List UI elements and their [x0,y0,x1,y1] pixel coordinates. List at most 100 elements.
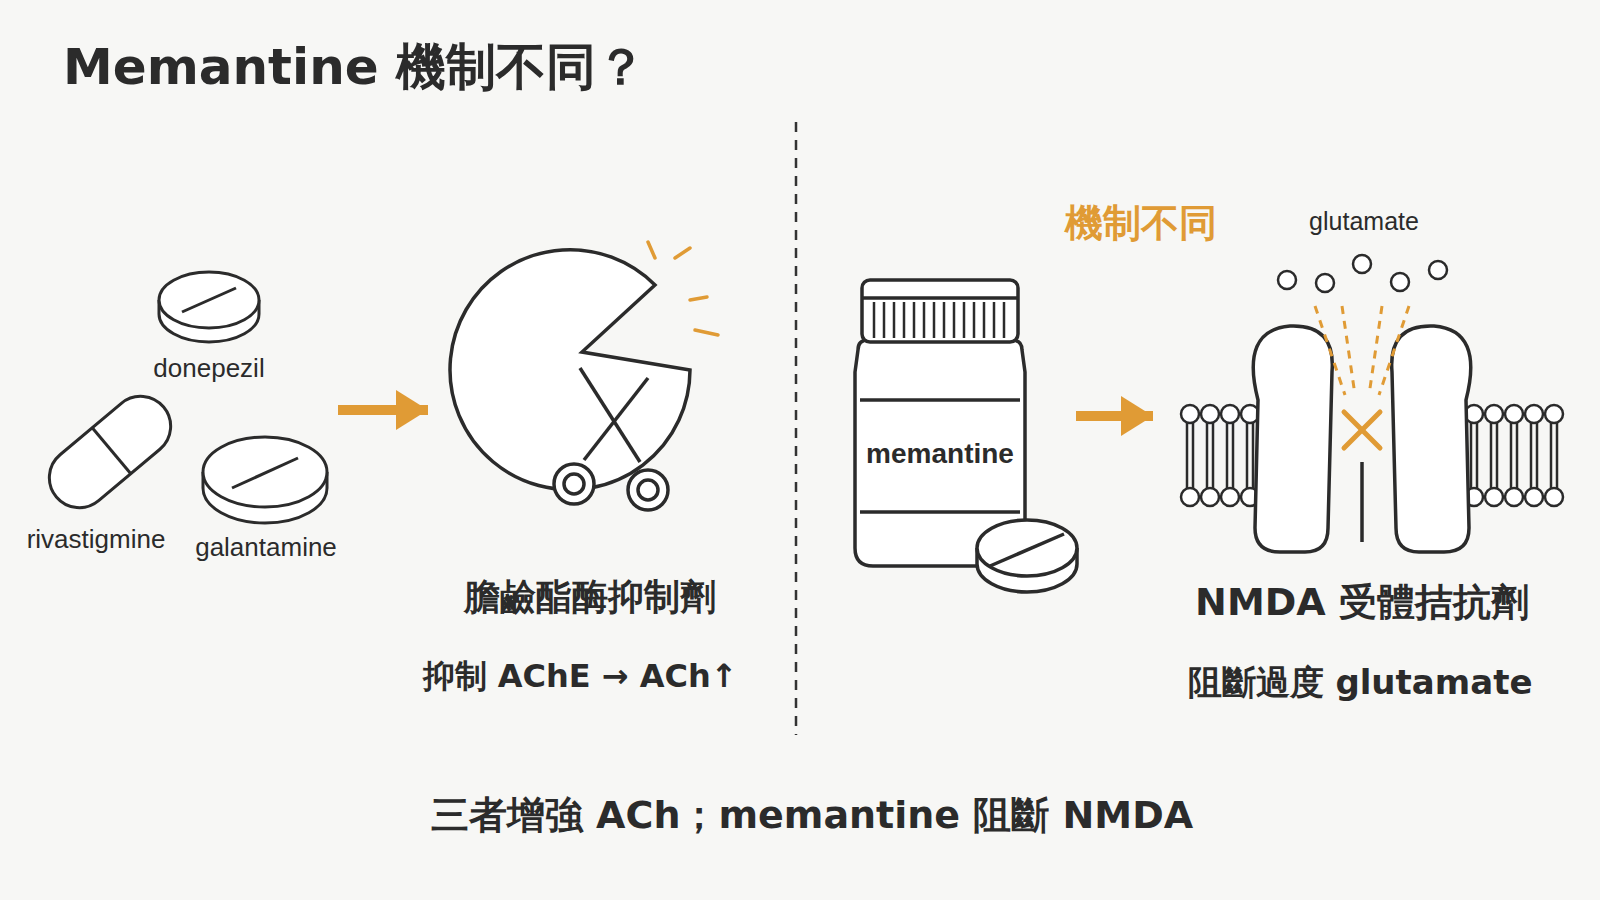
membrane [1221,405,1239,423]
membrane [1201,405,1219,423]
membrane [1186,423,1189,488]
medicine-bottle [862,280,1018,342]
node-text: glutamate [1309,207,1419,236]
membrane [1212,423,1215,488]
glutamate-flow [1369,306,1382,395]
sparkle-lines [675,248,690,258]
membrane [1485,488,1503,506]
membrane [1201,488,1219,506]
scissors-icon [564,474,584,494]
block-cross [1344,412,1380,448]
block-cross [1344,412,1380,448]
membrane [1181,405,1199,423]
membrane [1536,423,1539,488]
cap-ridges [913,302,916,338]
membrane [1181,405,1563,506]
medicine-bottle [862,296,1018,300]
donepezil-pill [159,272,259,328]
memantine-bottle: memantine [850,270,1076,590]
galantamine-pill [203,437,327,523]
scissors-icon [584,378,648,460]
membrane [1252,423,1255,488]
nmda-receptor [1392,326,1471,552]
glutamate-dots [1353,255,1371,273]
medicine-bottle [860,510,1020,514]
nmda-receptor [1360,462,1364,542]
membrane [1232,423,1235,488]
rivastigmine-capsule [92,428,131,474]
membrane [1490,423,1493,488]
caption: 三者增強 ACh；memantine 阻斷 NMDA [431,790,1193,841]
membrane [1505,488,1523,506]
membrane [1496,423,1499,488]
galantamine-pill [203,437,327,507]
page-title: Memantine 機制不同？ [63,34,646,101]
flow-arrow [1076,411,1153,421]
membrane [1470,423,1473,488]
cap-ridges [973,302,976,338]
membrane [1476,423,1479,488]
membrane [1181,488,1199,506]
glutamate-dots [1391,273,1409,291]
sparkle-lines [690,297,707,300]
membrane [1530,423,1533,488]
cap-ridges [963,302,966,338]
node-text: 抑制 AChE → ACh↑ [423,658,738,695]
membrane [1226,423,1229,488]
nmda-receptor [1253,326,1471,552]
glutamate-dots [1316,274,1334,292]
cap-ridges [933,302,936,338]
divider-line [796,122,797,735]
flow-arrow [338,405,428,415]
glutamate-dots [1278,255,1447,292]
glutamate-flow [1315,306,1345,395]
cap-ridges [953,302,956,338]
galantamine-pill [232,458,298,488]
cap-ridges [1003,302,1006,338]
scissors-icon [638,480,658,500]
memantine-pill [990,534,1064,566]
glutamate-flow [1379,306,1409,395]
sparkle-lines [648,242,655,258]
cap-ridges [943,302,946,338]
node-text: 膽鹼酯酶抑制劑 [464,576,716,617]
divider-line [795,122,798,735]
cap-ridges [883,302,886,338]
cap-ridges [874,302,1004,338]
cap-ridges [873,302,876,338]
glutamate-dots [1278,271,1296,289]
highlight-label: 機制不同 [1065,198,1217,249]
glutamate-dots [1429,261,1447,279]
memantine-pill [977,520,1077,576]
donepezil-pill [159,272,259,342]
rivastigmine-capsule [37,384,183,520]
node-text: donepezil [153,354,264,384]
membrane [1192,423,1195,488]
cap-ridges [903,302,906,338]
cap-ridges [893,302,896,338]
enzyme-icon [450,250,690,490]
membrane [1545,405,1563,423]
scissors-icon [554,368,668,510]
membrane [1221,488,1239,506]
node-text: memantine [866,438,1014,470]
membrane [1525,405,1543,423]
nmda-receptor-group: glutamateNMDA 受體拮抗劑阻斷過度 glutamate [1153,205,1573,715]
sparkle-lines [695,330,718,335]
enzyme-inhibitor-group: 膽鹼酯酶抑制劑抑制 AChE → ACh↑ [428,230,768,710]
node-text: 阻斷過度 glutamate [1188,663,1533,702]
glutamate-flow [1342,306,1355,395]
membrane [1545,488,1563,506]
membrane [1246,423,1249,488]
membrane [1516,423,1519,488]
scissors-icon [580,368,640,462]
rivastigmine-capsule [37,384,183,520]
membrane [1485,405,1503,423]
nmda-receptor [1253,326,1332,552]
node-text: NMDA 受體拮抗劑 [1195,581,1529,625]
membrane [1505,405,1523,423]
membrane [1510,423,1513,488]
medicine-bottle [860,398,1020,402]
